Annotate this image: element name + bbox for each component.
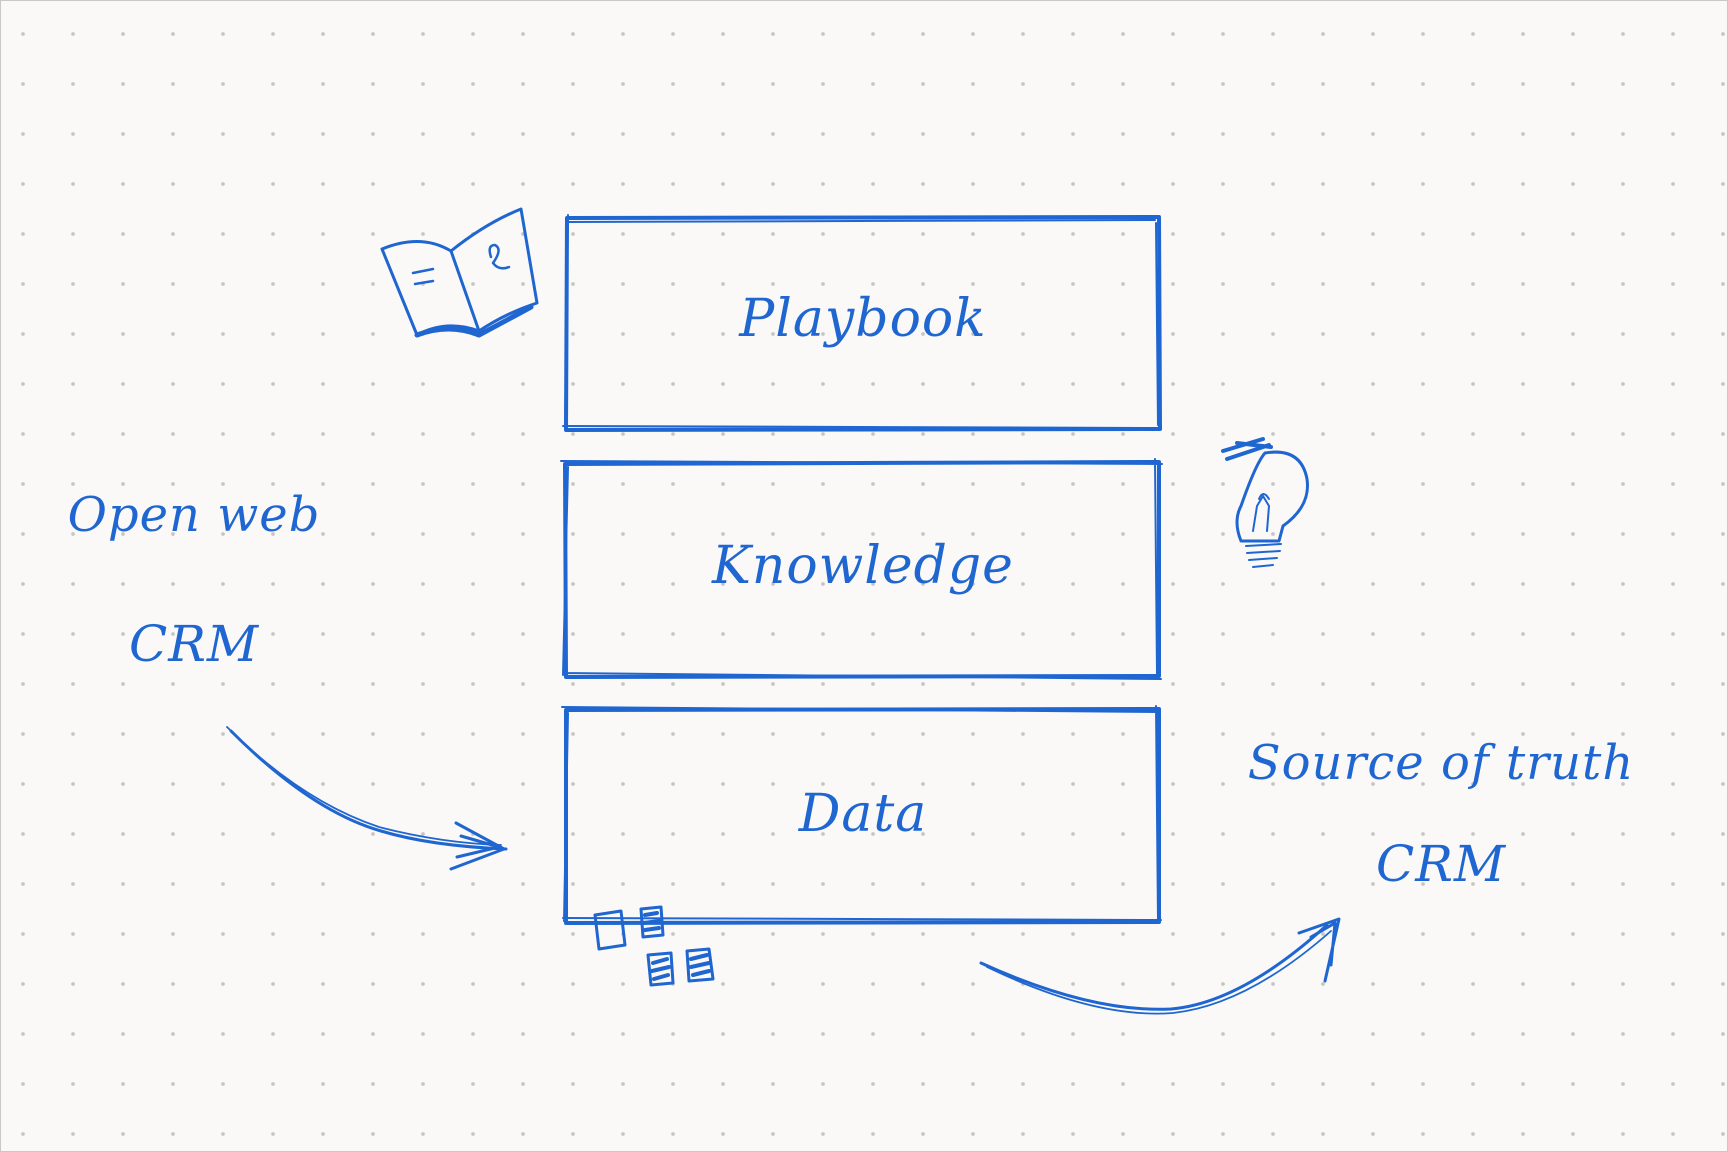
- layer-label-knowledge: Knowledge: [711, 536, 1014, 596]
- arrow-out-of-data: [979, 917, 1341, 1015]
- layer-label-playbook: Playbook: [738, 289, 986, 349]
- layer-label-data: Data: [798, 784, 928, 844]
- lightbulb-icon: [1221, 437, 1309, 568]
- right-note-line1: Source of truth: [1248, 735, 1634, 791]
- layer-box-playbook: Playbook: [562, 214, 1162, 432]
- data-blocks-icon: [593, 905, 715, 987]
- right-note-line2: CRM: [1376, 835, 1507, 893]
- arrow-into-data: [226, 726, 508, 871]
- layer-box-knowledge: Knowledge: [560, 458, 1163, 680]
- left-note-line2: CRM: [129, 615, 260, 673]
- left-note-line1: Open web: [68, 487, 321, 543]
- layer-box-data: Data: [561, 705, 1162, 925]
- open-book-icon: [380, 207, 539, 338]
